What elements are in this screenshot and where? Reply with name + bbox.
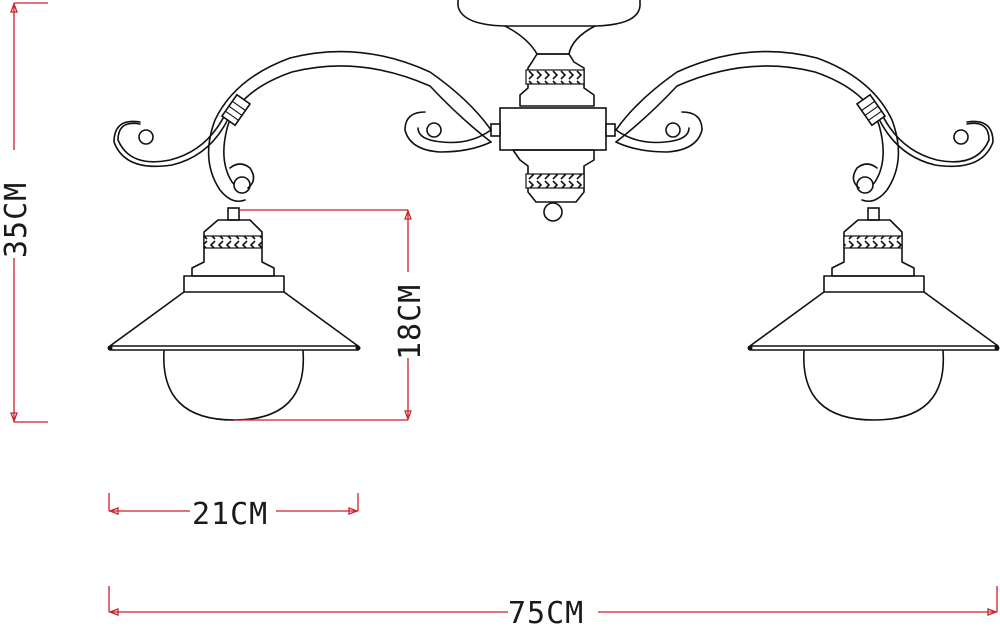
left-arm [113, 50, 492, 203]
right-shade [747, 207, 1000, 351]
dimension-shade-height-label: 18CM [393, 284, 428, 360]
left-globe [163, 350, 305, 421]
dimension-total-width [108, 586, 998, 616]
dimension-shade-width [108, 493, 359, 515]
left-shade [107, 207, 361, 351]
right-globe [803, 350, 945, 421]
dimension-total-height-label: 35CM [0, 182, 34, 258]
ceiling-canopy [457, 0, 641, 55]
dimension-shade-height [234, 209, 412, 421]
dimension-shade-width-label: 21CM [192, 497, 268, 532]
dimension-total-width-label: 75CM [508, 596, 584, 627]
central-hub [490, 53, 616, 222]
right-arm [615, 50, 994, 203]
dimension-total-height [10, 2, 48, 423]
